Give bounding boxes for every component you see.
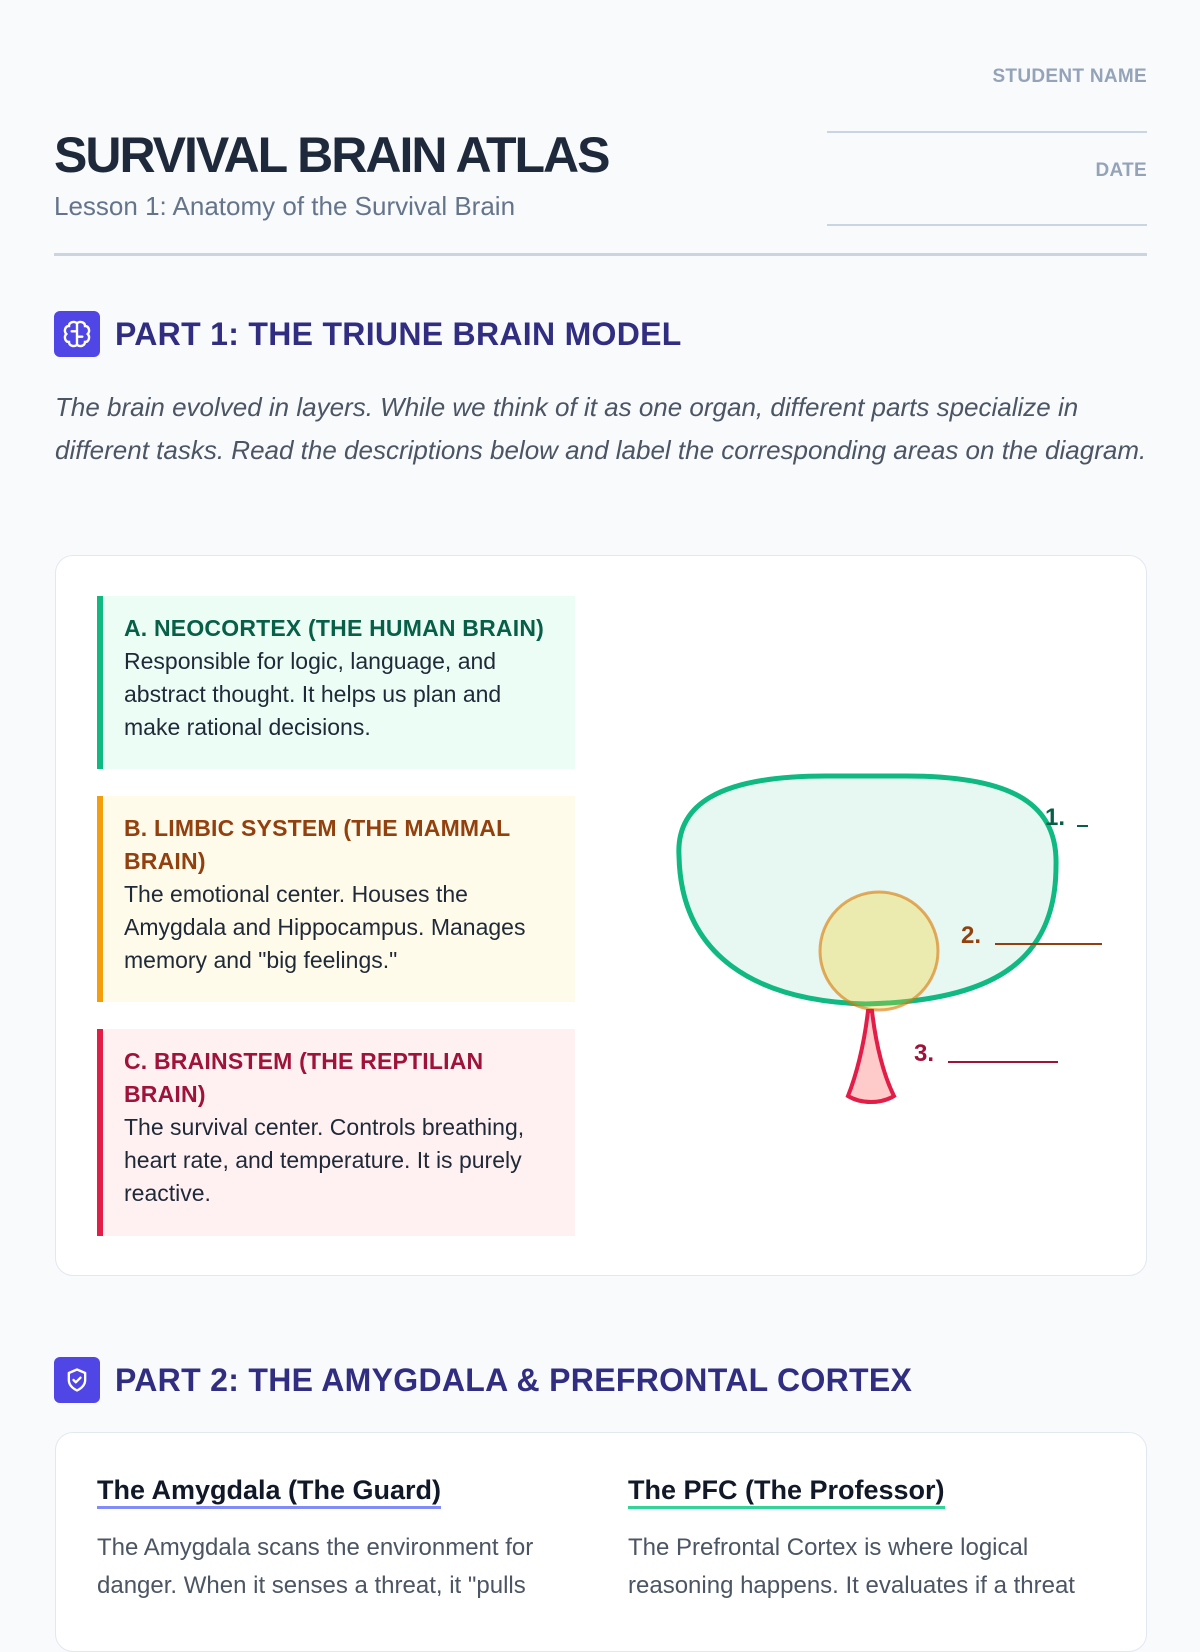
- part2-heading: PART 2: THE AMYGDALA & PREFRONTAL CORTEX: [54, 1357, 912, 1403]
- pfc-heading: The PFC (The Professor): [628, 1475, 945, 1509]
- header-divider: [54, 253, 1147, 256]
- box-text: The survival center. Controls breathing,…: [124, 1114, 525, 1206]
- amygdala-heading: The Amygdala (The Guard): [97, 1475, 442, 1509]
- amygdala-text: The Amygdala scans the environment for d…: [97, 1534, 534, 1599]
- part1-intro: The brain evolved in layers. While we th…: [55, 392, 1147, 465]
- brainstem-shape: [845, 1009, 897, 1104]
- brain-icon: [54, 311, 100, 357]
- box-text: Responsible for logic, language, and abs…: [124, 648, 502, 740]
- neocortex-shape: [676, 773, 1059, 1007]
- box-title: A. NEOCORTEX (THE HUMAN BRAIN): [124, 615, 544, 641]
- limbic-box: B. LIMBIC SYSTEM (THE MAMMAL BRAIN) The …: [97, 796, 575, 1002]
- triune-card: A. NEOCORTEX (THE HUMAN BRAIN) Responsib…: [55, 555, 1147, 1276]
- box-text: The emotional center. Houses the Amygdal…: [124, 881, 526, 973]
- page-subtitle: Lesson 1: Anatomy of the Survival Brain: [54, 191, 516, 221]
- student-name-label: STUDENT NAME: [992, 66, 1147, 87]
- pfc-column: The PFC (The Professor) The Prefrontal C…: [628, 1475, 1098, 1605]
- part1-heading: PART 1: THE TRIUNE BRAIN MODEL: [54, 311, 682, 357]
- diagram-label-2: 2.: [961, 922, 981, 949]
- neocortex-box: A. NEOCORTEX (THE HUMAN BRAIN) Responsib…: [97, 596, 575, 769]
- date-field[interactable]: [827, 224, 1147, 226]
- amygdala-pfc-card: The Amygdala (The Guard) The Amygdala sc…: [55, 1432, 1147, 1652]
- brain-diagram: 1. 2. 3.: [676, 773, 1102, 1104]
- box-title: B. LIMBIC SYSTEM (THE MAMMAL BRAIN): [124, 815, 510, 874]
- diagram-label-3: 3.: [914, 1040, 934, 1067]
- limbic-shape: [818, 890, 940, 1012]
- diagram-label-1: 1.: [1045, 804, 1065, 831]
- shield-icon: [54, 1357, 100, 1403]
- pfc-text: The Prefrontal Cortex is where logical r…: [628, 1534, 1075, 1599]
- box-title: C. BRAINSTEM (THE REPTILIAN BRAIN): [124, 1048, 484, 1107]
- part2-title: PART 2: THE AMYGDALA & PREFRONTAL CORTEX: [115, 1361, 913, 1398]
- part1-title: PART 1: THE TRIUNE BRAIN MODEL: [115, 315, 682, 352]
- brainstem-box: C. BRAINSTEM (THE REPTILIAN BRAIN) The s…: [97, 1029, 575, 1236]
- date-label: DATE: [1095, 160, 1147, 181]
- amygdala-column: The Amygdala (The Guard) The Amygdala sc…: [97, 1475, 567, 1605]
- page-title: SURVIVAL BRAIN ATLAS: [54, 127, 610, 183]
- student-name-field[interactable]: [827, 131, 1147, 133]
